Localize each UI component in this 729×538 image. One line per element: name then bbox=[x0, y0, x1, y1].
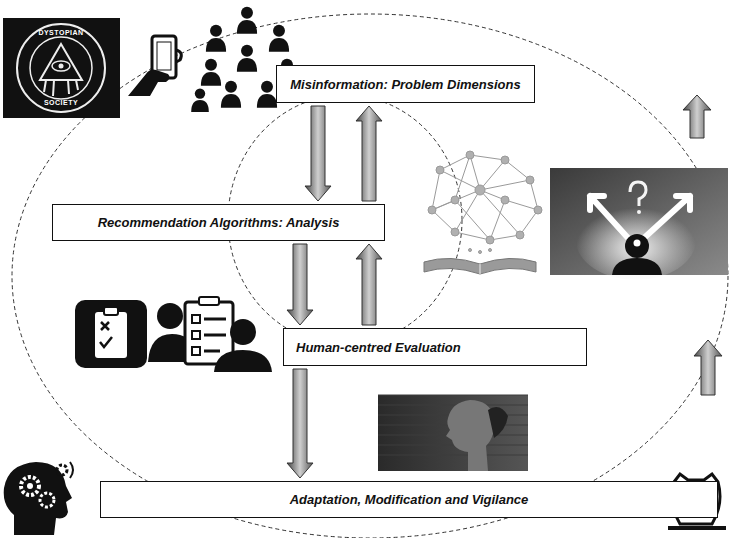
block-arrow bbox=[287, 369, 313, 478]
process-box: Human-centred Evaluation bbox=[283, 328, 587, 366]
network-brain bbox=[424, 151, 542, 274]
process-box: Misinformation: Problem Dimensions bbox=[276, 65, 535, 103]
box-label: Misinformation: Problem Dimensions bbox=[290, 77, 520, 92]
badge-text: DYSTOPIAN bbox=[31, 29, 91, 36]
process-box: Recommendation Algorithms: Analysis bbox=[52, 204, 385, 241]
checklist-icon bbox=[75, 300, 147, 368]
phone-icon bbox=[128, 36, 181, 96]
badge-text: SOCIETY bbox=[31, 99, 91, 106]
badge-icon bbox=[3, 18, 120, 118]
side-arrow bbox=[683, 95, 711, 138]
block-arrow bbox=[305, 106, 331, 201]
box-label: Recommendation Algorithms: Analysis bbox=[98, 215, 340, 230]
box-label: Adaptation, Modification and Vigilance bbox=[290, 492, 529, 507]
side-arrow bbox=[694, 340, 722, 395]
process-box: Adaptation, Modification and Vigilance bbox=[100, 481, 718, 518]
block-arrow bbox=[287, 244, 313, 325]
evaluation-icon bbox=[148, 297, 272, 372]
choice-image bbox=[550, 168, 728, 280]
gear-head-icon bbox=[4, 462, 73, 535]
profile-image bbox=[378, 395, 528, 471]
block-arrow bbox=[356, 106, 382, 201]
block-arrow bbox=[356, 244, 382, 325]
box-label: Human-centred Evaluation bbox=[296, 340, 461, 355]
